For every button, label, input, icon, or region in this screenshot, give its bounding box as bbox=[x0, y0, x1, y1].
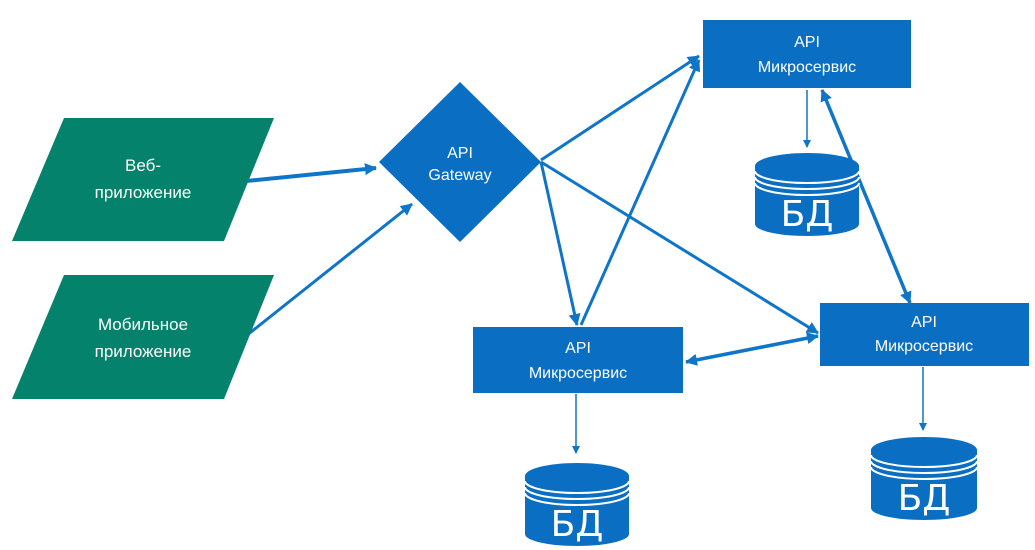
database-top-label: БД bbox=[781, 194, 834, 235]
arrow-gateway-to-bottom-service bbox=[539, 161, 581, 326]
database-top: БД bbox=[754, 153, 860, 236]
microservice-right: API Микросервис bbox=[820, 303, 1029, 366]
microservice-right-label-line1: API bbox=[911, 314, 937, 331]
arrow-gateway-to-top-service bbox=[540, 54, 700, 162]
arrow-bottom-right-bidirectional bbox=[685, 332, 819, 366]
mobile-app-node: Мобильное приложение bbox=[12, 275, 274, 399]
web-app-node: Веб- приложение bbox=[12, 118, 274, 241]
microservice-top: API Микросервис bbox=[703, 20, 911, 88]
mobile-app-label-line2: приложение bbox=[95, 342, 192, 361]
arrow-gateway-to-right-service bbox=[540, 160, 819, 335]
database-right: БД bbox=[870, 437, 978, 520]
gateway-label-line2: Gateway bbox=[428, 167, 491, 184]
database-right-label: БД bbox=[898, 478, 951, 519]
web-app-label-line1: Веб- bbox=[125, 156, 161, 175]
arrow-bottom-service-to-top-service bbox=[579, 59, 701, 326]
api-gateway-node: API Gateway bbox=[379, 82, 541, 242]
microservice-bottom-label-line1: API bbox=[565, 340, 591, 357]
arrow-mobile-to-gateway bbox=[245, 202, 413, 338]
mobile-app-label-line1: Мобильное bbox=[98, 315, 188, 334]
microservice-top-label-line1: API bbox=[794, 34, 820, 51]
gateway-label-line1: API bbox=[447, 145, 473, 162]
microservice-bottom: API Микросервис bbox=[473, 327, 683, 393]
arrow-web-to-gateway bbox=[245, 163, 377, 183]
connectors bbox=[245, 54, 927, 454]
database-bottom-label: БД bbox=[551, 504, 604, 545]
arrow-top-right-bidirectional bbox=[820, 89, 912, 304]
database-bottom: БД bbox=[524, 463, 630, 546]
web-app-label-line2: приложение bbox=[95, 183, 192, 202]
microservice-top-label-line2: Микросервис bbox=[758, 59, 856, 76]
microservice-right-label-line2: Микросервис bbox=[875, 338, 973, 355]
microservice-bottom-label-line2: Микросервис bbox=[529, 365, 627, 382]
